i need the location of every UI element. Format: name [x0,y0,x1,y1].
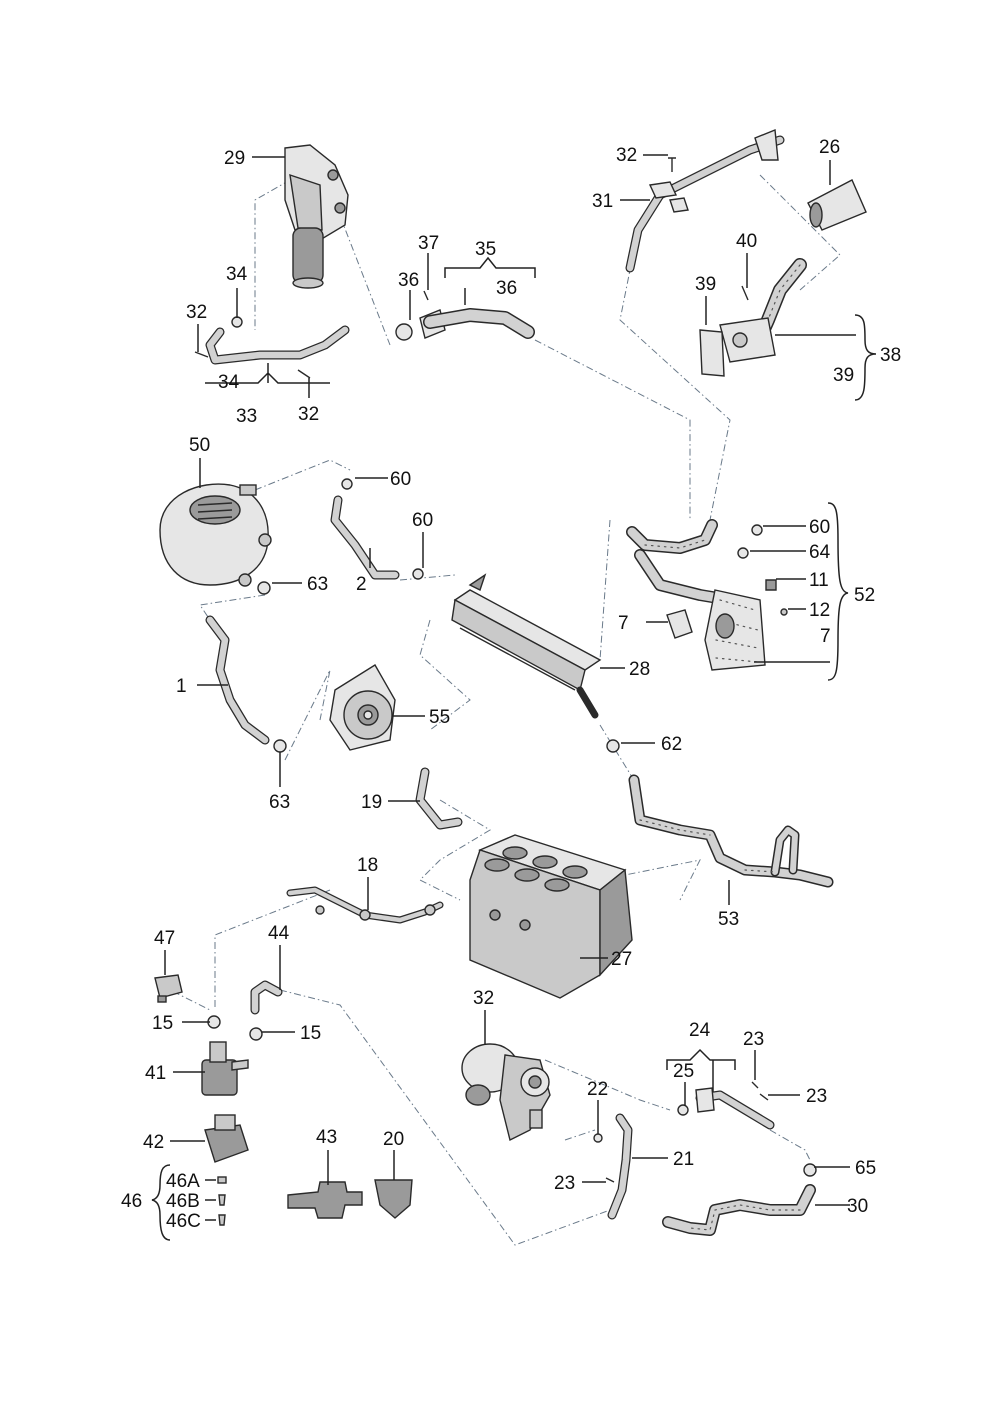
label-20[interactable]: 20 [383,1129,404,1150]
label-52[interactable]: 52 [854,585,875,606]
label-32[interactable]: 32 [473,988,494,1009]
label-36[interactable]: 36 [496,278,517,299]
callout-labels: 29 34 32 34 33 32 37 35 36 36 32 31 26 4… [121,137,901,1232]
engine-block-part [469,834,633,999]
label-34[interactable]: 34 [218,372,240,393]
coolant-pipe-31-part [625,129,785,273]
shield-43-part [287,1181,363,1219]
label-1[interactable]: 1 [176,676,187,697]
label-44[interactable]: 44 [268,923,290,944]
label-32[interactable]: 32 [616,145,637,166]
label-65[interactable]: 65 [855,1158,876,1179]
label-30[interactable]: 30 [847,1196,868,1217]
label-47[interactable]: 47 [154,928,175,949]
coolant-pipe-38-part [699,258,807,377]
label-37[interactable]: 37 [418,233,439,254]
coolant-pipe-24-part [695,1081,775,1130]
screws-46-part [217,1176,227,1226]
label-41[interactable]: 41 [145,1063,166,1084]
label-40[interactable]: 40 [736,231,757,252]
label-11[interactable]: 11 [809,570,829,591]
coolant-pipe-33-part [194,316,350,379]
label-46a[interactable]: 46A [166,1171,200,1192]
label-23[interactable]: 23 [806,1086,827,1107]
label-38[interactable]: 38 [880,345,901,366]
label-32[interactable]: 32 [298,404,319,425]
label-23[interactable]: 23 [554,1173,575,1194]
leader-lines [151,154,877,1241]
label-46b[interactable]: 46B [166,1191,200,1212]
pipe-assembly-52-part [626,519,788,671]
label-33[interactable]: 33 [236,406,257,427]
connector-47-part [154,974,183,1003]
label-36[interactable]: 36 [398,270,419,291]
label-24[interactable]: 24 [689,1020,711,1041]
valve-42-part [204,1114,249,1163]
label-22[interactable]: 22 [587,1079,608,1100]
label-18[interactable]: 18 [357,855,378,876]
label-7[interactable]: 7 [820,626,831,647]
hose-19-part [415,767,463,830]
label-39[interactable]: 39 [833,365,854,386]
water-pump-55-part [329,664,396,751]
shield-20-part [374,1179,413,1219]
label-62[interactable]: 62 [661,734,682,755]
hose-44-part [250,980,283,1015]
label-50[interactable]: 50 [189,435,210,456]
turbocharger-part [461,1043,551,1142]
label-34[interactable]: 34 [226,264,248,285]
label-43[interactable]: 43 [316,1127,337,1148]
label-26[interactable]: 26 [819,137,840,158]
label-29[interactable]: 29 [224,148,245,169]
label-2[interactable]: 2 [356,574,367,595]
sleeve-26-part [807,179,867,231]
label-63[interactable]: 63 [269,792,290,813]
label-25[interactable]: 25 [673,1061,694,1082]
label-15[interactable]: 15 [152,1013,173,1034]
label-60[interactable]: 60 [809,517,830,538]
label-31[interactable]: 31 [592,191,613,212]
pipe-18-part [286,886,444,924]
hose-30-part [662,1184,816,1236]
label-23[interactable]: 23 [743,1029,764,1050]
label-42[interactable]: 42 [143,1132,164,1153]
label-55[interactable]: 55 [429,707,450,728]
label-32[interactable]: 32 [186,302,207,323]
label-60[interactable]: 60 [412,510,433,531]
label-35[interactable]: 35 [475,239,496,260]
expansion-tank-part [159,483,272,587]
label-27[interactable]: 27 [611,949,632,970]
label-19[interactable]: 19 [361,792,382,813]
label-64[interactable]: 64 [809,542,831,563]
aux-pump-41-part [201,1041,249,1096]
label-7[interactable]: 7 [618,613,629,634]
label-60[interactable]: 60 [390,469,411,490]
coolant-pipe-35-part [395,290,535,341]
label-39[interactable]: 39 [695,274,716,295]
hose-assembly-53-part [628,774,834,888]
label-28[interactable]: 28 [629,659,650,680]
cylinder-bores [484,846,588,892]
label-63[interactable]: 63 [307,574,328,595]
label-12[interactable]: 12 [809,600,830,621]
egr-cooler-part [451,573,602,719]
coolant-pipe-21-part [605,1113,633,1220]
hose-1-part [205,615,270,745]
clamps [207,478,817,1177]
label-21[interactable]: 21 [673,1149,694,1170]
label-46c[interactable]: 46C [166,1211,201,1232]
oil-filter-housing-part [284,144,349,289]
hose-2-part [330,495,400,580]
label-46[interactable]: 46 [121,1191,142,1212]
label-53[interactable]: 53 [718,909,739,930]
label-15[interactable]: 15 [300,1023,321,1044]
